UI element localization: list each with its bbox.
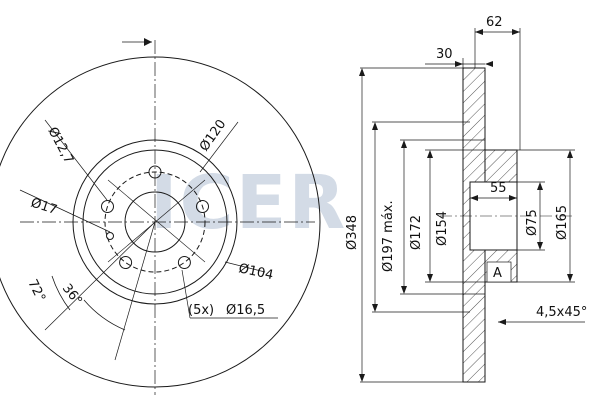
label-75: Ø75	[525, 209, 540, 236]
leader-17	[19, 189, 111, 233]
label-angle-36: 36°	[59, 281, 85, 308]
label-165: Ø165	[555, 205, 570, 240]
label-62: 62	[486, 15, 503, 30]
icer-watermark: ICER	[150, 160, 347, 246]
arrowheads	[359, 29, 573, 382]
label-bolt-dia: Ø16,5	[226, 303, 265, 318]
side-view-dimensions	[360, 28, 585, 383]
label-bolt-count: (5x)	[188, 303, 214, 318]
top-pointer-arrow	[144, 38, 152, 46]
arrow	[427, 150, 433, 158]
arrow	[567, 274, 573, 282]
arrow	[372, 304, 378, 312]
arrow	[512, 29, 520, 35]
label-172: Ø172	[409, 215, 424, 250]
bolt-hole	[177, 256, 191, 269]
leader-12-7	[44, 119, 108, 201]
locating-hole	[106, 232, 114, 240]
arrow	[455, 61, 463, 67]
arrow	[427, 274, 433, 282]
label-chamfer: 4,5x45°	[536, 305, 587, 320]
arrow	[470, 195, 478, 201]
arrow	[372, 122, 378, 130]
arrow	[475, 29, 483, 35]
front-view	[0, 40, 321, 395]
leader-120	[199, 121, 239, 173]
side-view-labels: 62 30 Ø348 Ø197 máx. Ø172 Ø154 55 Ø75 Ø1…	[345, 15, 587, 320]
arrow	[401, 286, 407, 294]
arrow	[401, 140, 407, 148]
label-154: Ø154	[435, 211, 450, 246]
label-55: 55	[490, 181, 507, 196]
angle-arc-72	[51, 275, 71, 311]
label-pcd-120: Ø120	[197, 117, 229, 154]
leader-104	[224, 261, 266, 273]
arrow	[359, 374, 365, 382]
angle-arc-36	[83, 299, 126, 331]
bolt-hole	[101, 200, 114, 213]
bolt-hole	[119, 256, 133, 269]
detail-a-box	[486, 261, 512, 283]
arrow	[537, 182, 543, 190]
bolt-hole	[196, 200, 209, 213]
angle-ray	[114, 221, 156, 361]
arrow	[537, 242, 543, 250]
arrow	[485, 61, 493, 67]
angle-ray	[44, 221, 156, 331]
arrow	[359, 68, 365, 76]
side-view	[440, 67, 575, 383]
label-348: Ø348	[345, 215, 360, 250]
construction-line	[107, 179, 206, 263]
label-hole-12-7: Ø12,7	[44, 125, 76, 167]
arrow	[567, 150, 573, 158]
leader-bolt-diag	[181, 269, 191, 319]
watermark-text: ICER	[150, 160, 347, 246]
arrow	[509, 195, 517, 201]
arrow	[498, 319, 506, 325]
label-angle-72: 72°	[24, 277, 48, 304]
label-197: Ø197 máx.	[381, 200, 396, 272]
label-hub-104: Ø104	[237, 261, 274, 283]
label-hole-17: Ø17	[29, 196, 59, 219]
label-30: 30	[436, 47, 453, 62]
label-detail-a: A	[493, 266, 502, 281]
